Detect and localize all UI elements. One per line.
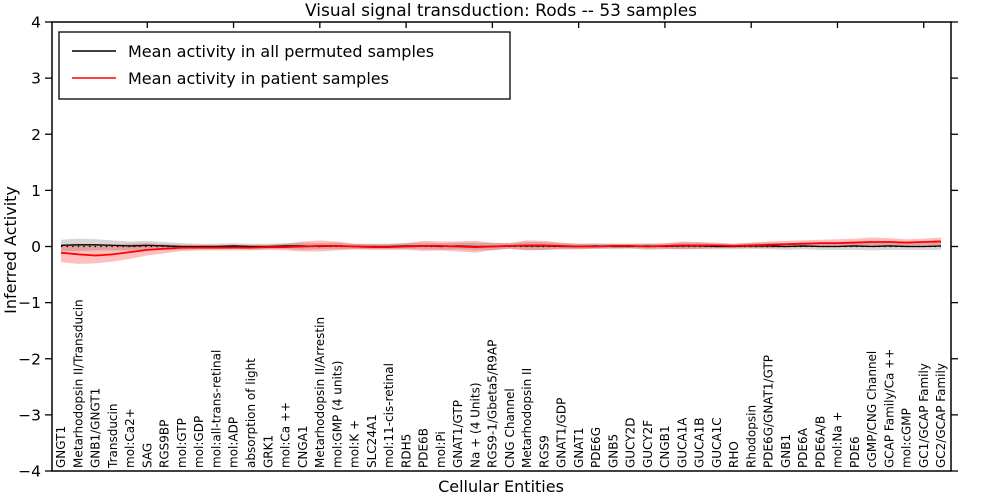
x-tick-label: SAG xyxy=(140,443,154,468)
x-tick-label: Rhodopsin xyxy=(744,405,758,468)
x-tick-label: mol:Na + xyxy=(831,411,845,468)
x-tick-label: CNGB1 xyxy=(658,425,672,468)
x-tick-label: RGS9 xyxy=(537,435,551,468)
x-tick-label: PDE6B xyxy=(417,428,431,468)
x-tick-label: Metarhodopsin II/Transducin xyxy=(71,299,85,468)
x-tick-label: GUCY2F xyxy=(641,420,655,468)
x-tick-label: RGS9BP xyxy=(158,420,172,468)
x-tick-label: GUCA1C xyxy=(710,417,724,468)
x-tick-label: mol:K + xyxy=(348,420,362,468)
x-tick-label: mol:GDP xyxy=(192,416,206,468)
band-patient xyxy=(61,237,941,264)
x-tick-label: cGMP/CNG Channel xyxy=(865,351,879,468)
mean-line-patient xyxy=(60,240,942,257)
x-tick-label: mol:GTP xyxy=(175,418,189,468)
x-tick-label: CNG Channel xyxy=(503,388,517,468)
x-tick-label: mol:11-cis-retinal xyxy=(382,363,396,468)
y-tick-label: −2 xyxy=(18,350,41,368)
x-tick-label: PDE6G xyxy=(589,427,603,468)
x-tick-label: GRK1 xyxy=(261,435,275,468)
legend: Mean activity in all permuted samples Me… xyxy=(58,31,511,100)
y-axis-label: Inferred Activity xyxy=(1,186,20,314)
y-tick-labels: 4 3 2 1 0 −1 −2 −3 −4 xyxy=(18,14,41,481)
x-tick-label: CNGA1 xyxy=(296,426,310,469)
x-tick-label: GNAT1 xyxy=(572,427,586,468)
x-tick-label: GNB5 xyxy=(606,434,620,468)
x-tick-label: RHO xyxy=(727,441,741,468)
x-tick-label: GNB1 xyxy=(779,434,793,468)
legend-label-permuted: Mean activity in all permuted samples xyxy=(128,42,434,61)
y-tick-label: 1 xyxy=(31,182,41,200)
chart-title: Visual signal transduction: Rods -- 53 s… xyxy=(305,1,697,21)
x-tick-label: RGS9-1/Gbeta5/R9AP xyxy=(486,340,500,468)
x-tick-label: SLC24A1 xyxy=(365,414,379,468)
x-tick-label: GC2/GCAP Family xyxy=(934,363,948,468)
x-tick-label: Transducin xyxy=(106,404,120,469)
y-tick-label: 4 xyxy=(31,14,41,32)
x-tick-label: mol:Pi xyxy=(434,431,448,468)
x-tick-label: Na + (4 Units) xyxy=(468,382,482,468)
y-tick-label: 3 xyxy=(31,70,41,88)
x-tick-label: mol:GMP (4 units) xyxy=(330,361,344,468)
plot-frame xyxy=(51,21,952,472)
y-tick-label: 0 xyxy=(31,238,41,256)
x-tick-label: GUCA1A xyxy=(675,417,689,468)
x-tick-label: absorption of light xyxy=(244,358,258,468)
x-tick-label: mol:cGMP xyxy=(900,408,914,468)
x-tick-label: PDE6G/GNAT1/GTP xyxy=(762,355,776,468)
x-tick-label: GCAP Family/Ca ++ xyxy=(882,349,896,468)
y-tick-label: −4 xyxy=(18,463,41,481)
axis-ticks xyxy=(45,21,958,472)
x-tick-label: GUCY2D xyxy=(624,418,638,468)
x-tick-label: Metarhodopsin II xyxy=(520,368,534,468)
y-tick-label: 2 xyxy=(31,126,41,144)
legend-box xyxy=(58,31,511,100)
x-tick-label: mol:all-trans-retinal xyxy=(209,350,223,468)
x-tick-label: GNAT1/GDP xyxy=(555,398,569,468)
x-axis-label: Cellular Entities xyxy=(438,477,564,496)
series-lines xyxy=(60,240,942,257)
x-tick-label: mol:Ca ++ xyxy=(279,402,293,468)
x-tick-label: RDH5 xyxy=(399,434,413,468)
x-tick-label: GNB1/GNGT1 xyxy=(89,388,103,468)
x-tick-label: mol:Ca2+ xyxy=(123,408,137,468)
y-tick-label: −3 xyxy=(18,406,41,424)
x-tick-label: GUCA1B xyxy=(693,417,707,468)
confidence-bands xyxy=(61,237,941,264)
x-tick-label: GNGT1 xyxy=(54,426,68,468)
x-tick-label: PDE6A xyxy=(796,427,810,468)
x-tick-label: GNAT1/GTP xyxy=(451,400,465,468)
x-tick-label: mol:ADP xyxy=(227,417,241,468)
y-tick-label: −1 xyxy=(18,294,41,312)
legend-label-patient: Mean activity in patient samples xyxy=(128,69,389,88)
x-tick-label: Metarhodopsin II/Arrestin xyxy=(313,317,327,468)
x-tick-label: PDE6A/B xyxy=(813,416,827,468)
x-tick-label: GC1/GCAP Family xyxy=(917,363,931,468)
x-tick-label: PDE6 xyxy=(848,436,862,468)
